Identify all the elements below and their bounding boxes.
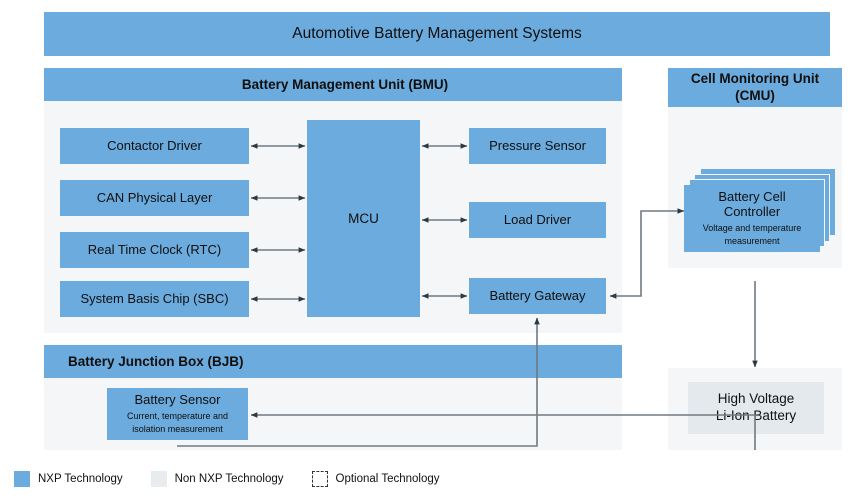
bjb-header: Battery Junction Box (BJB): [44, 345, 622, 378]
block-sublabel-line2: measurement: [724, 236, 780, 247]
block-label: CAN Physical Layer: [96, 189, 213, 205]
legend-label: Optional Technology: [335, 473, 440, 485]
block-label: Pressure Sensor: [489, 137, 586, 153]
block-label-line2: Controller: [723, 203, 781, 219]
cmu-header-label-line2: (CMU): [735, 87, 775, 103]
dashed-outline-swatch-icon: [311, 471, 328, 487]
page-title: Automotive Battery Management Systems: [292, 25, 582, 43]
legend: NXP Technology Non NXP Technology Option…: [14, 468, 484, 490]
block-label-line2: Li-Ion Battery: [715, 408, 797, 423]
bjb-header-label: Battery Junction Box (BJB): [68, 353, 244, 369]
diagram-title-bar: Automotive Battery Management Systems: [44, 12, 830, 56]
block-label-line1: Battery Cell: [718, 188, 786, 204]
block-system-basis-chip[interactable]: System Basis Chip (SBC): [60, 281, 249, 317]
block-label: Contactor Driver: [107, 137, 202, 153]
block-can-physical-layer[interactable]: CAN Physical Layer: [60, 180, 249, 216]
filled-gray-swatch-icon: [150, 471, 167, 487]
block-high-voltage-battery[interactable]: High Voltage Li-Ion Battery: [688, 382, 824, 434]
block-battery-gateway[interactable]: Battery Gateway: [469, 278, 606, 314]
legend-label: NXP Technology: [38, 473, 123, 485]
block-label-line1: High Voltage: [717, 391, 795, 407]
cmu-header: Cell Monitoring Unit (CMU): [668, 68, 842, 107]
block-label: Real Time Clock (RTC): [87, 241, 222, 257]
legend-item-non-nxp: Non NXP Technology: [150, 471, 284, 487]
block-battery-cell-controller-stack[interactable]: Battery Cell Controller Voltage and temp…: [684, 168, 836, 252]
block-sublabel-line2: isolation measurement: [132, 424, 223, 435]
filled-blue-swatch-icon: [14, 471, 30, 487]
block-contactor-driver[interactable]: Contactor Driver: [60, 128, 249, 164]
legend-item-optional: Optional Technology: [311, 471, 440, 487]
block-label: System Basis Chip (SBC): [80, 290, 229, 306]
cmu-header-label-line1: Cell Monitoring Unit: [690, 71, 820, 87]
block-battery-cell-controller[interactable]: Battery Cell Controller Voltage and temp…: [684, 185, 820, 252]
block-sublabel-line1: Current, temperature and: [126, 410, 229, 421]
block-pressure-sensor[interactable]: Pressure Sensor: [469, 128, 606, 164]
bmu-header: Battery Management Unit (BMU): [44, 68, 622, 101]
block-load-driver[interactable]: Load Driver: [469, 202, 606, 238]
bmu-header-label: Battery Management Unit (BMU): [241, 76, 449, 92]
block-label: Battery Gateway: [489, 287, 586, 303]
block-real-time-clock[interactable]: Real Time Clock (RTC): [60, 232, 249, 268]
block-sublabel-line1: Voltage and temperature: [702, 222, 802, 233]
legend-label: Non NXP Technology: [174, 473, 284, 485]
legend-item-nxp: NXP Technology: [14, 471, 123, 487]
block-mcu[interactable]: MCU: [307, 120, 420, 317]
block-battery-sensor[interactable]: Battery Sensor Current, temperature and …: [107, 388, 248, 440]
block-label: MCU: [348, 210, 379, 226]
block-label: Load Driver: [503, 211, 572, 227]
block-label: Battery Sensor: [134, 391, 221, 407]
